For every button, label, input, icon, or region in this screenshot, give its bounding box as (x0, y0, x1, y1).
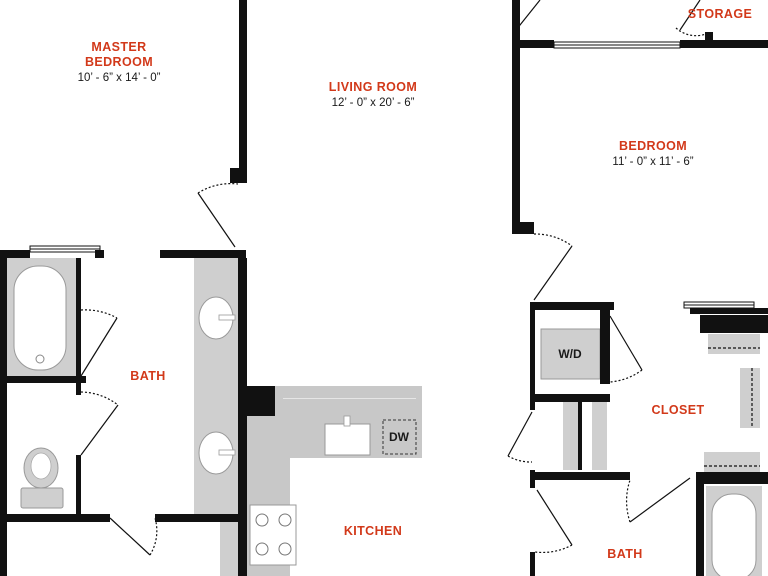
kitchen-counter (220, 386, 422, 576)
window-icon (29, 41, 755, 309)
closet-label: CLOSET (651, 403, 704, 417)
closet-shelf (704, 452, 760, 472)
bedroom-label: BEDROOM (619, 139, 687, 153)
washer-dryer (540, 328, 601, 380)
door-swing-icon (80, 0, 760, 556)
kitchen-label: KITCHEN (344, 524, 402, 538)
closet-shelf (563, 402, 578, 470)
bathtub-icon-right (706, 486, 762, 576)
dishwasher-label: DW (389, 430, 410, 444)
closet-shelf (740, 368, 760, 428)
washer-dryer-label: W/D (558, 347, 582, 361)
bath-left-label: BATH (130, 369, 165, 383)
toilet-icon (20, 447, 64, 509)
stove-icon (249, 504, 297, 566)
living-room-dimensions: 12’ - 0” x 20’ - 6” (332, 97, 415, 109)
bath-right-label: BATH (607, 547, 642, 561)
living-room-label: LIVING ROOM (329, 80, 417, 94)
sink-icon (324, 423, 371, 456)
master-bedroom-label-line1: MASTER (91, 40, 146, 54)
bathtub-icon-left (7, 258, 76, 378)
fixtures-layer (7, 258, 762, 576)
closet-shelf (708, 334, 760, 354)
dishwasher (382, 419, 417, 455)
room-labels: MASTER BEDROOM 10’ - 6” x 14’ - 0” LIVIN… (78, 7, 752, 561)
storage-label: STORAGE (688, 7, 752, 21)
master-bedroom-dimensions: 10’ - 6” x 14’ - 0” (78, 72, 161, 84)
bedroom-dimensions: 11’ - 0” x 11’ - 6” (612, 156, 693, 168)
vanity-counter-left (194, 258, 238, 514)
master-bedroom-label-line2: BEDROOM (85, 55, 153, 69)
closet-shelf (592, 402, 607, 470)
